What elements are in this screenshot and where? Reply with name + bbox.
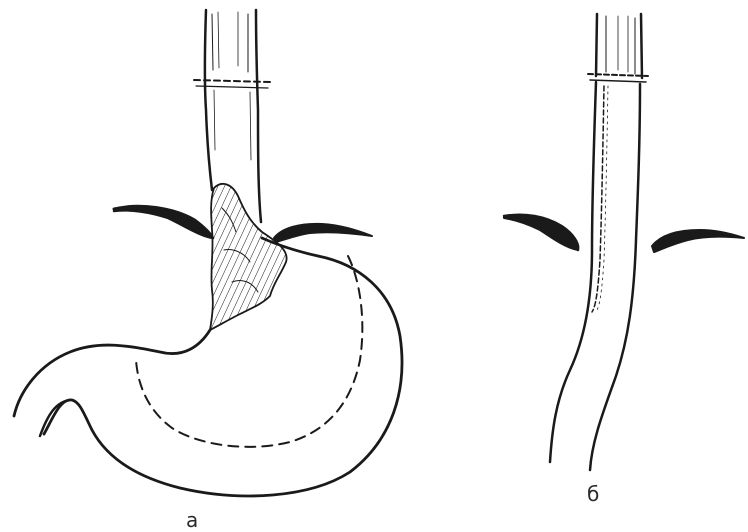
- panel-b-label: б: [587, 484, 599, 504]
- panel-a: [14, 10, 402, 496]
- panel-b: [504, 14, 744, 470]
- diaphragm-right-b: [652, 230, 744, 252]
- panel-a-label: а: [186, 510, 198, 530]
- esophagus-stump-b: [596, 14, 642, 78]
- tumor-mass: [210, 184, 287, 330]
- gastric-conduit-left: [550, 82, 596, 462]
- gastric-conduit-right: [590, 84, 640, 470]
- diaphragm-right-a: [274, 224, 372, 242]
